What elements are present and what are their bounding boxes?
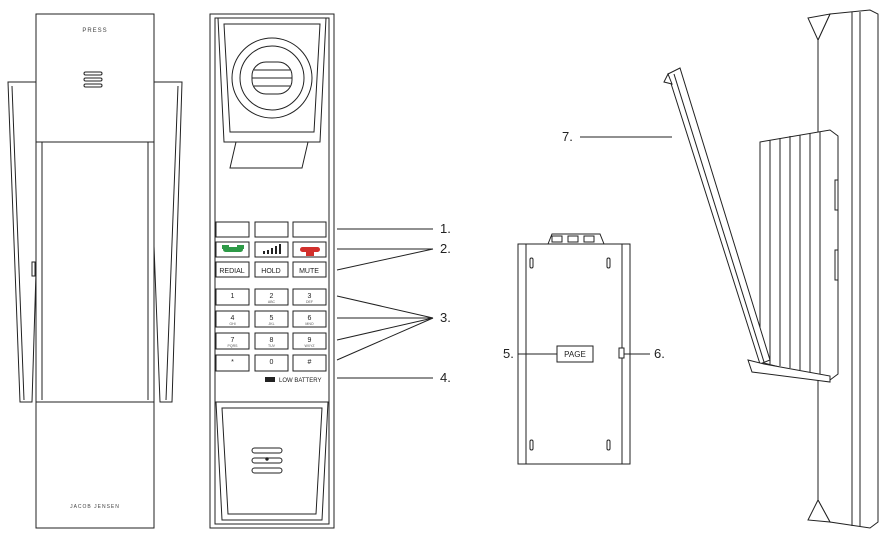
- low-battery-label: LOW BATTERY: [279, 378, 321, 384]
- redial-label: REDIAL: [219, 268, 244, 275]
- keypad-key-label: 6: [308, 315, 312, 322]
- soft-key-left[interactable]: [215, 221, 250, 238]
- callout-7: 7.: [562, 129, 573, 144]
- flip-cover[interactable]: [667, 67, 771, 365]
- keypad-key[interactable]: [215, 288, 250, 306]
- low-battery-indicator: [265, 377, 275, 382]
- callout-6: 6.: [654, 346, 665, 361]
- keypad-key-letters: ABC: [268, 300, 276, 304]
- hold-label: HOLD: [261, 268, 280, 275]
- keypad-key-letters: PQRS: [228, 344, 239, 348]
- front-view-handset: [7, 13, 183, 529]
- keypad-key-letters: DEF: [306, 300, 313, 304]
- keypad-key-label: 8: [270, 337, 274, 344]
- callout-3: 3.: [440, 310, 451, 325]
- callout-4: 4.: [440, 370, 451, 385]
- keypad-key[interactable]: [292, 310, 327, 328]
- signal-bars-icon: [263, 244, 281, 254]
- keypad-key[interactable]: [292, 288, 327, 306]
- keypad-key-label: 3: [308, 293, 312, 300]
- keypad-key-label: 4: [231, 315, 235, 322]
- keypad-handset: [209, 13, 335, 529]
- press-label: PRESS: [82, 28, 107, 34]
- page-label: PAGE: [564, 350, 586, 359]
- soft-key-right[interactable]: [292, 221, 327, 238]
- mute-button[interactable]: [292, 261, 327, 278]
- keypad-key-label: 7: [231, 337, 235, 344]
- keypad-key-label: *: [231, 359, 234, 366]
- front-body: [35, 139, 155, 403]
- keypad-key[interactable]: [215, 354, 250, 372]
- keypad-key[interactable]: [254, 332, 289, 350]
- keypad-key[interactable]: [292, 332, 327, 350]
- mute-label: MUTE: [299, 268, 319, 275]
- front-bottom-cap: [35, 401, 155, 529]
- side-switch[interactable]: [618, 347, 625, 359]
- keypad-key-letters: JKL: [268, 322, 274, 326]
- keypad-key-label: 1: [231, 293, 235, 300]
- keypad-key-label: 2: [270, 293, 274, 300]
- base-right-wing: [149, 81, 183, 403]
- keypad-key[interactable]: [254, 354, 289, 372]
- keypad-key[interactable]: [215, 310, 250, 328]
- hold-button[interactable]: [254, 261, 289, 278]
- keypad-key-label: 9: [308, 337, 312, 344]
- back-view-handset: [517, 233, 631, 465]
- keypad-key-letters: TUV: [268, 344, 276, 348]
- keypad-key-label: 0: [270, 359, 274, 366]
- callout-2: 2.: [440, 241, 451, 256]
- callout-lines-right: [336, 228, 434, 379]
- keypad-key-letters: GHI: [229, 322, 235, 326]
- keypad-key-label: #: [308, 359, 312, 366]
- keypad-key-letters: MNO: [305, 322, 313, 326]
- base-left-wing: [7, 81, 41, 403]
- soft-key-middle[interactable]: [254, 221, 289, 238]
- keypad-key[interactable]: [215, 332, 250, 350]
- callout-1: 1.: [440, 221, 451, 236]
- keypad-key[interactable]: [254, 288, 289, 306]
- side-view-base: [663, 9, 879, 529]
- keypad-key[interactable]: [292, 354, 327, 372]
- keypad-key-letters: WXYZ: [304, 344, 315, 348]
- keypad-key[interactable]: [254, 310, 289, 328]
- redial-button[interactable]: [215, 261, 250, 278]
- brand-label: JACOB JENSEN: [70, 504, 120, 510]
- call-icon: [222, 245, 244, 252]
- keypad-key-label: 5: [270, 315, 274, 322]
- callout-5: 5.: [503, 346, 514, 361]
- end-call-icon: [300, 247, 320, 256]
